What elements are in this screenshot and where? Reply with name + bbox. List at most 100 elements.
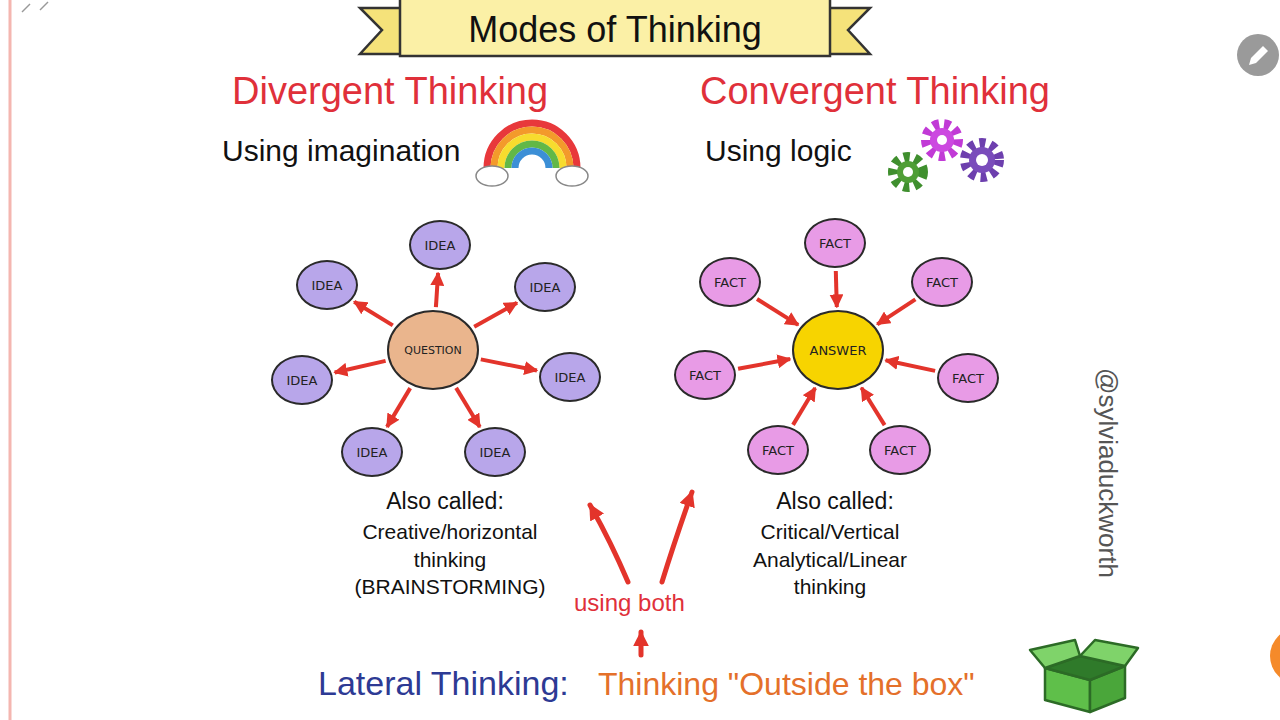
watermark: @sylviaduckworth — [1092, 368, 1122, 578]
circle-text: IDEA — [425, 238, 456, 253]
idea-circle: IDEA — [539, 352, 601, 402]
arrow-connector — [481, 359, 537, 370]
fact-circle: FACT — [869, 425, 931, 475]
fact-circle: FACT — [747, 425, 809, 475]
gears-icon — [926, 124, 958, 156]
subheading: Using imagination — [222, 134, 460, 169]
head-silhouette: Also called:Creative/horizontal thinking… — [195, 190, 630, 645]
footer-text: Thinking "Outside the box" — [598, 666, 975, 703]
gears-icon — [897, 161, 919, 183]
idea-circle: IDEA — [409, 220, 471, 270]
note-text: using both — [574, 589, 685, 617]
node-body: Critical/Vertical Analytical/Linear thin… — [714, 518, 946, 601]
fact-circle: FACT — [937, 353, 999, 403]
fact-circle: FACT — [804, 218, 866, 268]
arrow-connector — [877, 299, 915, 324]
arrow-connector — [387, 388, 410, 427]
using-both-arrows — [590, 492, 692, 655]
subheading: Using logic — [705, 134, 852, 169]
arrow-connector — [836, 271, 837, 307]
circle-text: IDEA — [555, 370, 586, 385]
title-ribbon — [400, 0, 830, 56]
node-heading: Also called: — [776, 486, 894, 516]
arrow-connector — [335, 361, 386, 373]
circle-text: FACT — [926, 275, 958, 290]
gears-icon — [937, 135, 947, 145]
box-icon — [1030, 640, 1138, 712]
arrow-connector — [474, 303, 517, 327]
head-silhouette: Also called:Critical/Vertical Analytical… — [650, 190, 1085, 645]
gears-icon — [893, 157, 923, 187]
using-both-arrows — [662, 492, 692, 582]
arrow-connector — [436, 273, 438, 307]
circle-text: FACT — [884, 443, 916, 458]
node-body: Creative/horizontal thinking (BRAINSTORM… — [334, 518, 566, 601]
rainbow-icon — [476, 166, 508, 186]
corner-button — [1270, 628, 1280, 684]
circle-text: QUESTION — [404, 344, 462, 357]
edit-button — [1237, 34, 1279, 76]
arrow-connector — [738, 359, 790, 369]
node-heading: Also called: — [386, 486, 504, 516]
title-ribbon — [825, 8, 870, 54]
circle-text: FACT — [714, 275, 746, 290]
circle-text: FACT — [952, 371, 984, 386]
title-text: Modes of Thinking — [468, 8, 762, 51]
idea-circle: IDEA — [514, 262, 576, 312]
edit-button — [1249, 46, 1268, 65]
title-ribbon — [360, 8, 405, 54]
page-border — [9, 0, 12, 720]
section-heading: Divergent Thinking — [232, 70, 548, 114]
arrow-connector — [793, 388, 815, 425]
corner-icon — [22, 4, 30, 12]
rainbow-icon — [476, 166, 588, 186]
box-icon — [1080, 640, 1138, 666]
rainbow-icon — [508, 144, 556, 168]
circle-text: IDEA — [357, 445, 388, 460]
answer-circle: ANSWER — [792, 310, 884, 390]
fact-circle: FACT — [699, 257, 761, 307]
arrow-connector — [354, 302, 393, 326]
circle-text: IDEA — [312, 278, 343, 293]
using-both-arrows — [590, 505, 628, 582]
corner-icon — [22, 2, 48, 12]
circle-text: IDEA — [287, 373, 318, 388]
edit-button — [1237, 34, 1279, 76]
rainbow-icon — [487, 123, 577, 168]
circle-text: FACT — [762, 443, 794, 458]
gears-icon — [893, 124, 999, 187]
rainbow-icon — [494, 130, 570, 168]
arrow-connector — [757, 299, 798, 325]
head-outline — [657, 196, 1080, 642]
arrow-connector — [861, 388, 884, 425]
idea-circle: IDEA — [464, 427, 526, 477]
idea-circle: IDEA — [296, 260, 358, 310]
using-both-arrows — [639, 632, 644, 655]
title-ribbon — [360, 0, 870, 56]
arrow-connector — [456, 388, 480, 427]
circle-text: IDEA — [530, 280, 561, 295]
fact-circle: FACT — [911, 257, 973, 307]
circle-text: ANSWER — [810, 343, 867, 358]
rainbow-icon — [476, 123, 588, 186]
rainbow-icon — [556, 166, 588, 186]
question-circle: QUESTION — [387, 310, 479, 390]
rainbow-icon — [501, 137, 563, 168]
corner-icon — [40, 2, 48, 10]
arrow-connector — [886, 360, 936, 371]
gears-icon — [969, 147, 995, 173]
circle-text: FACT — [689, 368, 721, 383]
circle-text: IDEA — [480, 445, 511, 460]
gears-icon — [903, 167, 913, 177]
gears-icon — [965, 143, 999, 177]
circle-text: FACT — [819, 236, 851, 251]
footer-heading: Lateral Thinking: — [318, 664, 569, 703]
box-icon — [1030, 640, 1080, 668]
head-outline — [200, 196, 623, 642]
rainbow-icon — [515, 151, 549, 168]
idea-circle: IDEA — [271, 355, 333, 405]
section-heading: Convergent Thinking — [700, 70, 1050, 114]
head-outline — [650, 190, 1085, 645]
idea-circle: IDEA — [341, 427, 403, 477]
gears-icon — [976, 154, 988, 166]
